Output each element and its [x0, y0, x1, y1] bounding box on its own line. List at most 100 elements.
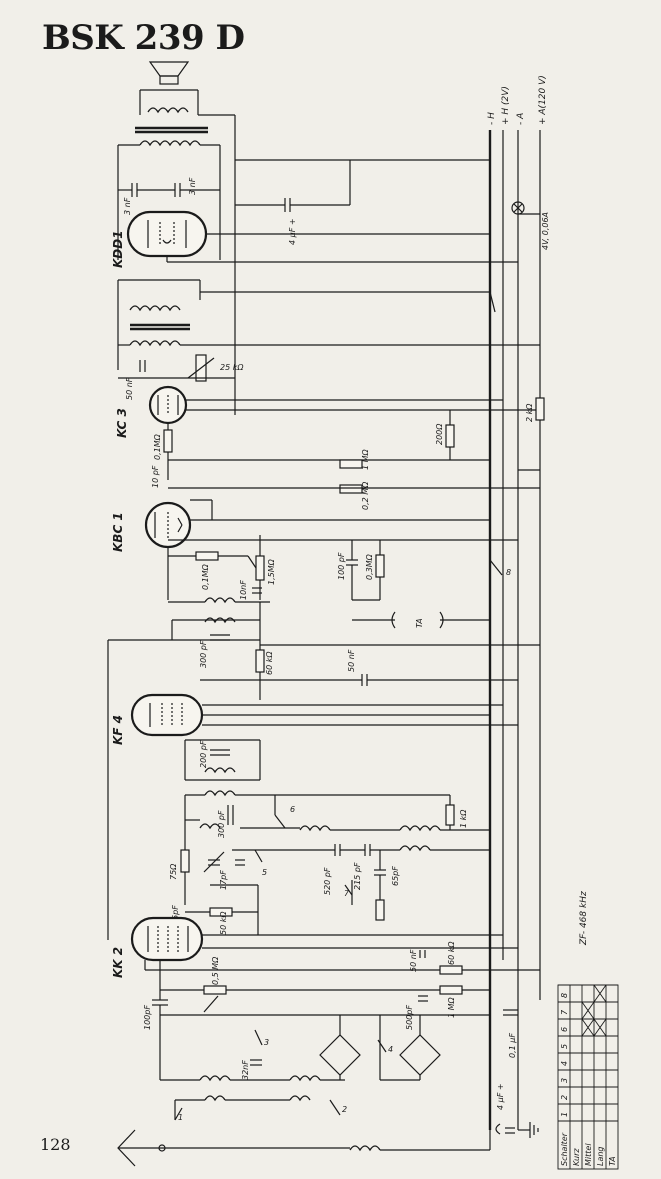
capacitor: 4 µF +	[496, 1083, 515, 1134]
transformer-coil	[129, 340, 181, 347]
antenna-connection	[117, 1122, 539, 1167]
capacitor: 65pF	[171, 905, 180, 925]
component-label: 0,5 MΩ	[211, 956, 220, 985]
if-filter: 200 pF	[184, 739, 275, 820]
capacitor: 50 nF	[125, 360, 146, 400]
component-label: 0,1 µF	[508, 1033, 517, 1058]
if-frequency-label: ZF- 468 kHz	[579, 891, 589, 946]
if-filter: 300 pF	[107, 602, 261, 940]
coil	[204, 597, 236, 604]
switch-table-row-label: TA	[608, 1156, 617, 1166]
resistor: 0,1MΩ	[168, 551, 248, 590]
switch-6: 6	[274, 795, 295, 829]
pickup-jack: TA	[352, 611, 490, 629]
resistor: 1 MΩ	[439, 985, 463, 1018]
capacitor: 0,1 µF	[503, 1009, 518, 1058]
coil	[204, 1095, 226, 1102]
switch-number: 1	[178, 1113, 183, 1122]
padder-network: 520 pF 215 pF 65pF 7	[258, 844, 490, 921]
transformer-coil	[129, 305, 181, 312]
transformer-coil	[139, 140, 201, 147]
component-label: 300 pF	[217, 810, 226, 838]
switch-table-column-number: 4	[560, 1061, 569, 1066]
tube-label: KDD1	[111, 230, 125, 268]
output-transformer	[117, 114, 236, 415]
if-coil	[168, 597, 270, 604]
volume-potentiometer: 25 kΩ	[118, 354, 244, 382]
component-label: 25 kΩ	[220, 363, 244, 372]
component-label: 50 nF	[409, 949, 418, 972]
page-title: BSK 239 D	[42, 18, 245, 58]
resistor: 0,1MΩ	[153, 423, 490, 470]
resistor: 0,2 MΩ	[168, 481, 540, 510]
switch-table-row-label: Lang	[596, 1146, 605, 1166]
rail-label: - A	[516, 113, 526, 125]
antenna-input-circuit: 32nF 1 2 3 4	[160, 1015, 441, 1122]
capacitor: 500pF	[405, 995, 428, 1030]
coil	[299, 825, 331, 832]
component-label: 4 µF +	[496, 1083, 505, 1110]
switch-table-row-label: Mittel	[584, 1143, 593, 1166]
component-label: 1 kΩ	[459, 809, 468, 828]
supply-rails: - H + H (2V) - A + A(120 V)	[487, 75, 548, 1130]
resistor: 1 MΩ	[339, 448, 370, 470]
speaker-cone	[148, 61, 190, 77]
component-label: 200Ω	[435, 423, 444, 445]
component-label: 60 kΩ	[265, 651, 274, 675]
switch-number: 5	[262, 868, 267, 877]
switch-table-column-number: 6	[560, 1027, 569, 1032]
component-label: 17pF	[219, 870, 228, 890]
trimmer-capacitor: 17pF	[203, 851, 228, 890]
rail-label: - H	[487, 112, 497, 125]
tone-potentiometer: 1,5MΩ	[247, 535, 276, 600]
component-label: 200 pF	[199, 740, 208, 768]
pilot-lamp: 4V, 0,06A	[511, 201, 550, 250]
tube-kc3: KC 3	[115, 385, 540, 438]
driver-transformer	[117, 279, 540, 370]
component-label: 65pF	[171, 905, 180, 925]
component-label: 500pF	[405, 1005, 414, 1030]
oscillator-circuit: 300 pF	[185, 794, 490, 838]
component-label: 215 pF	[353, 862, 362, 890]
capacitor: 100 pF	[337, 540, 358, 600]
switch-table-column-number: 1	[560, 1112, 569, 1117]
component-label: 32nF	[241, 1060, 250, 1080]
component-label: 100pF	[143, 1005, 152, 1030]
resistor: 200Ω	[435, 410, 455, 460]
tube-label: KC 3	[115, 408, 129, 438]
tube-kk2: KK 2	[111, 916, 540, 978]
tube-label: KK 2	[111, 947, 125, 978]
tube-kf4: KF 4	[111, 693, 518, 745]
component-label: 520 pF	[323, 867, 332, 895]
switch-table-mark	[581, 1001, 595, 1020]
speaker-coil	[147, 107, 189, 114]
tube-label: KBC 1	[111, 512, 125, 552]
switch-number: 8	[506, 568, 511, 577]
resistor: 1 kΩ	[445, 804, 468, 830]
capacitor: 10 pF	[151, 465, 169, 488]
switch-table-header: Schalter	[560, 1132, 569, 1166]
component-label: 65pF	[391, 866, 400, 886]
switch-number: 3	[264, 1038, 269, 1047]
coil	[204, 790, 236, 797]
component-label: 0,3MΩ	[365, 553, 374, 580]
rail-label: + H (2V)	[501, 86, 511, 125]
component-label: 3 nF	[123, 197, 132, 215]
loudspeaker	[139, 61, 199, 115]
resistor: 0,3MΩ	[352, 540, 385, 601]
capacitor: 50 nF	[200, 649, 518, 686]
component-label: 10nF	[239, 580, 248, 600]
rail-label: + A(120 V)	[538, 75, 548, 125]
component-label: 50 kΩ	[219, 911, 228, 935]
resistor: 50 kΩ	[185, 885, 259, 935]
speaker-magnet	[159, 75, 179, 85]
switch-table-column-number: 8	[560, 993, 569, 998]
coil	[289, 1075, 321, 1082]
component-label: TA	[415, 618, 424, 628]
switch-number: 4	[388, 1045, 393, 1054]
component-label: 0,1MΩ	[201, 563, 210, 590]
switch-table-column-number: 5	[560, 1044, 569, 1049]
component-label: 4 µF +	[288, 218, 297, 245]
